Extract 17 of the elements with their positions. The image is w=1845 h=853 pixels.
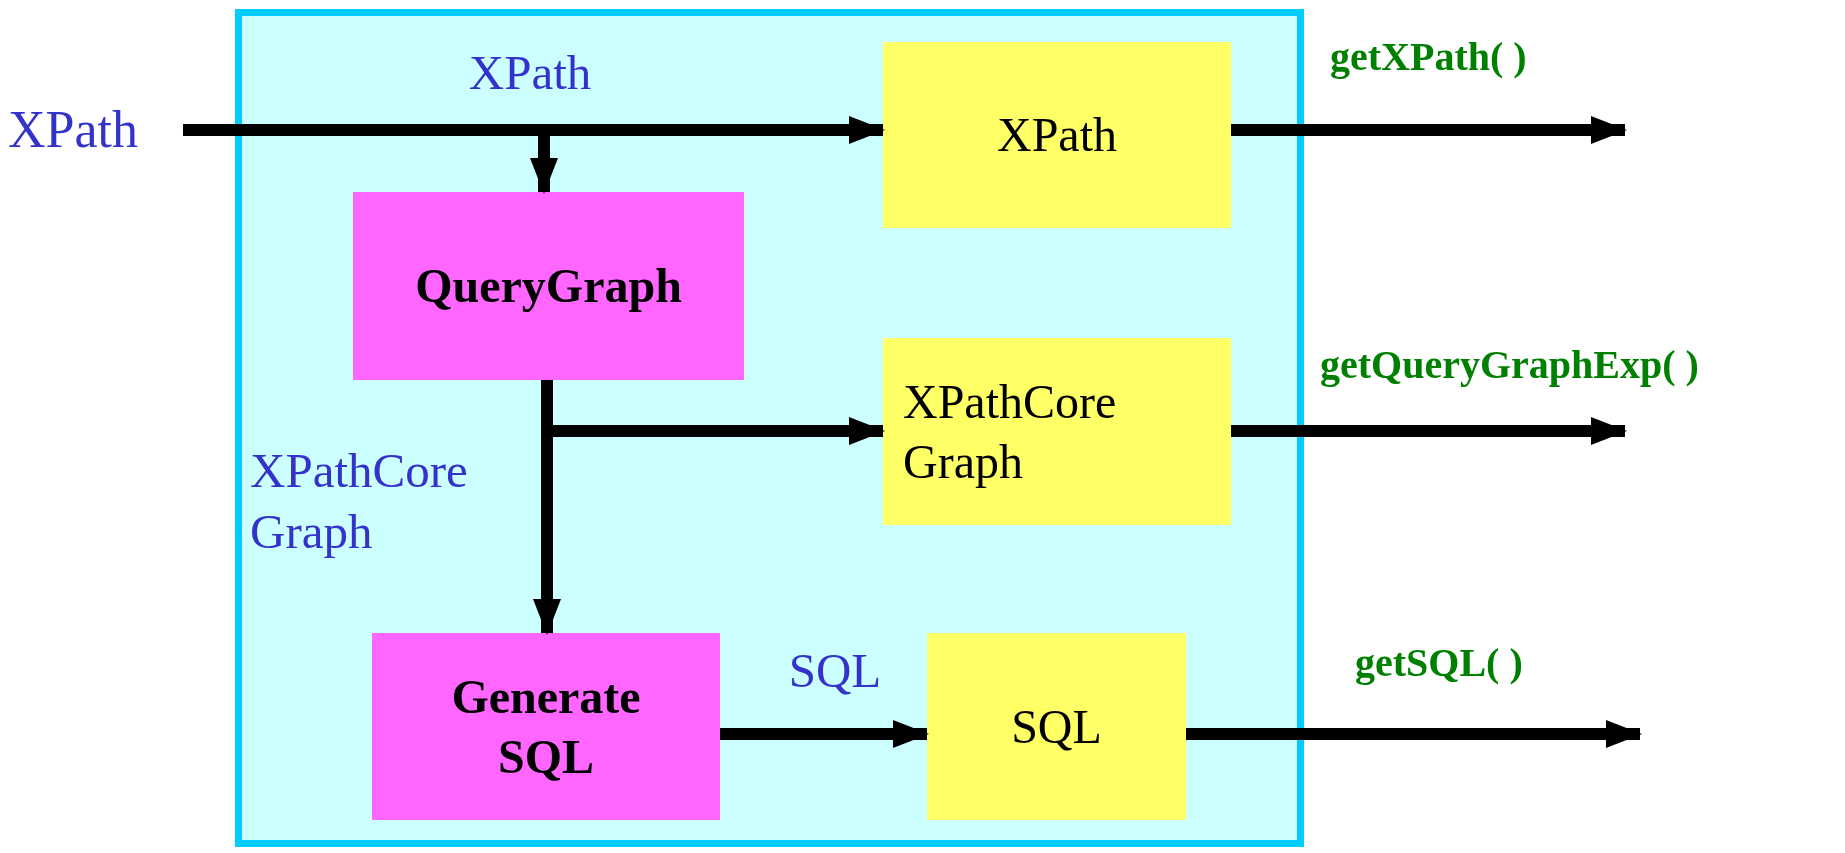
arrow	[720, 720, 929, 748]
edge-label: XPathCore Graph	[250, 442, 469, 562]
output-box: XPath	[883, 42, 1231, 228]
process-box: QueryGraph	[353, 192, 744, 380]
container-box	[235, 9, 1304, 847]
edge-label: getSQL( )	[1355, 639, 1524, 687]
input-text: XPath	[8, 95, 183, 165]
arrow	[1231, 417, 1627, 445]
edge-label: getQueryGraphExp( )	[1320, 341, 1700, 389]
edge-label: XPath	[467, 44, 593, 102]
output-box: XPathCore Graph	[883, 338, 1231, 525]
arrow	[1186, 720, 1642, 748]
edge-label: getXPath( )	[1330, 33, 1528, 81]
process-box: Generate SQL	[372, 633, 720, 820]
output-box: SQL	[927, 633, 1186, 820]
arrow	[1231, 116, 1627, 144]
edge-label: SQL	[787, 642, 883, 700]
